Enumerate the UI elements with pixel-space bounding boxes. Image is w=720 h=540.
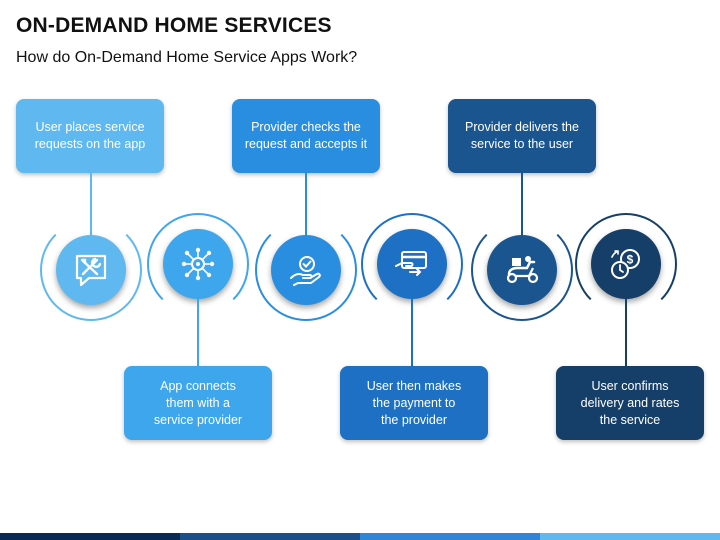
step-5-connector xyxy=(521,173,523,237)
step-4-circle xyxy=(377,229,447,299)
page-title: ON-DEMAND HOME SERVICES xyxy=(16,14,332,37)
step-1-circle xyxy=(56,235,126,305)
step-3-connector xyxy=(305,173,307,237)
step-6-circle: $ xyxy=(591,229,661,299)
network-gear-icon xyxy=(181,247,215,281)
step-1-ring xyxy=(40,219,142,321)
delivery-scooter-icon xyxy=(506,256,539,284)
step-2-connector xyxy=(197,299,199,367)
step-6-ring xyxy=(575,213,677,315)
svg-text:$: $ xyxy=(627,253,634,267)
footer-segment-3 xyxy=(360,533,540,540)
step-5-ring xyxy=(471,219,573,321)
hand-checkmark-icon xyxy=(290,256,321,286)
footer-segment-1 xyxy=(0,533,180,540)
step-6-connector xyxy=(625,299,627,367)
step-2-ring xyxy=(147,213,249,315)
step-4-box: User then makes the payment to the provi… xyxy=(340,366,488,440)
step-4-connector xyxy=(411,299,413,367)
step-3-circle xyxy=(271,235,341,305)
footer-segment-4 xyxy=(540,533,720,540)
step-2-circle xyxy=(163,229,233,299)
page-subtitle: How do On-Demand Home Service Apps Work? xyxy=(16,49,358,66)
footer-color-bar xyxy=(0,533,720,540)
step-6-box: User confirms delivery and rates the ser… xyxy=(556,366,704,440)
step-2-box: App connects them with a service provide… xyxy=(124,366,272,440)
step-4-ring xyxy=(361,213,463,315)
time-money-icon: $ xyxy=(611,249,640,279)
tools-chat-icon xyxy=(75,254,107,287)
footer-segment-2 xyxy=(180,533,360,540)
step-3-box: Provider checks the request and accepts … xyxy=(232,99,380,173)
card-payment-icon xyxy=(395,251,427,276)
step-5-circle xyxy=(487,235,557,305)
step-5-box: Provider delivers the service to the use… xyxy=(448,99,596,173)
step-1-connector xyxy=(90,173,92,237)
step-3-ring xyxy=(255,219,357,321)
step-1-box: User places service requests on the app xyxy=(16,99,164,173)
